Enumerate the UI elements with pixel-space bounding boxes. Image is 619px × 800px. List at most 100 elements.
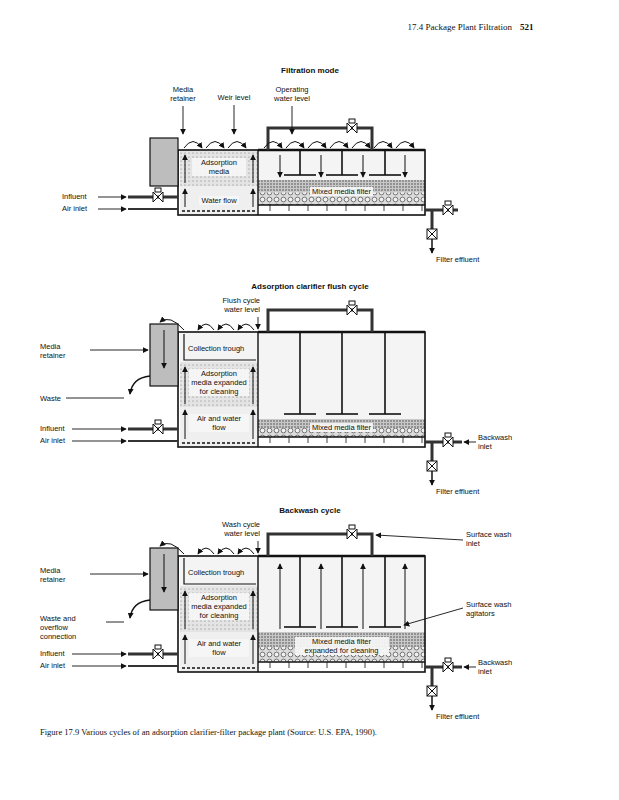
- part-label: Collection trough: [188, 344, 244, 353]
- flow-arrow: [253, 189, 254, 207]
- effluent-pipe: [431, 442, 434, 461]
- overflow-arrow: [286, 142, 304, 149]
- underdrain-plate: [258, 661, 425, 662]
- valve-symbol: [347, 529, 357, 539]
- media-label: Water flow: [199, 196, 238, 205]
- flow-arrow: [405, 155, 406, 177]
- part-label: Influent: [62, 192, 87, 201]
- valve-actuator: [445, 433, 451, 437]
- leader-line: [72, 654, 126, 655]
- divider-wall: [257, 332, 258, 447]
- leader-line: [72, 429, 126, 430]
- part-label: Air inlet: [40, 661, 65, 670]
- clarifier-chamber: Adsorption media expanded for cleaningAi…: [180, 586, 258, 672]
- surface-wash-agitator: [326, 174, 358, 176]
- part-label: Weir level: [212, 93, 256, 102]
- valve-symbol: [347, 305, 357, 315]
- part-label: Media retainer: [160, 85, 206, 103]
- leader-line: [183, 106, 184, 134]
- underdrain-nozzle: [365, 662, 366, 668]
- surface-wash-agitator: [284, 174, 316, 176]
- media-label: Adsorption media expanded for cleaning: [189, 369, 249, 396]
- surface-wash-agitator: [369, 174, 401, 176]
- leader-line: [234, 105, 235, 134]
- filter-bed: Mixed media filter: [258, 419, 425, 437]
- underdrain-nozzle: [384, 662, 385, 668]
- media-label: Air and water flow: [189, 639, 249, 657]
- underdrain-nozzle: [422, 437, 423, 443]
- part-label: Media retainer: [40, 566, 86, 584]
- surface-wash-agitator: [326, 626, 358, 628]
- media-label: Mixed media filter: [310, 423, 373, 432]
- underdrain-nozzle: [270, 437, 271, 443]
- overflow-arrow: [396, 142, 414, 149]
- figure-caption: Figure 17.9 Various cycles of an adsorpt…: [40, 727, 585, 737]
- valve-actuator: [445, 658, 451, 662]
- flow-arrow: [363, 564, 364, 629]
- valve-cross: [427, 686, 437, 696]
- effluent-pipe: [431, 667, 434, 686]
- part-label: Operating water level: [267, 85, 317, 103]
- overflow-arrow: [160, 543, 184, 554]
- valve-cross: [427, 461, 437, 471]
- overflow-arrow: [198, 324, 214, 330]
- overflow-arrow: [330, 142, 348, 149]
- air-pipe: [128, 440, 178, 442]
- underdrain-nozzle: [346, 662, 347, 668]
- overflow-arrow: [206, 142, 224, 149]
- air-diffuser: [182, 667, 256, 668]
- flow-arrow: [253, 635, 254, 664]
- media-label: Mixed media filter: [310, 187, 373, 196]
- leader-line: [106, 622, 124, 623]
- valve-actuator: [349, 525, 355, 529]
- leader-line: [72, 441, 126, 442]
- part-label: Air inlet: [40, 436, 65, 445]
- overflow-arrow: [352, 142, 370, 149]
- wash-trough: [384, 556, 386, 627]
- adsorption-media: [180, 586, 258, 632]
- tank-wall: [178, 332, 425, 447]
- adsorption-media: [180, 150, 258, 186]
- divider-wall: [257, 556, 258, 672]
- part-label: Backwash inlet: [478, 658, 528, 676]
- valve-symbol: [153, 649, 163, 659]
- overflow-arrow: [228, 142, 246, 149]
- flow-arrow: [185, 410, 186, 439]
- leader-line: [66, 398, 124, 399]
- panel-title: Backwash cycle: [160, 506, 460, 516]
- flow-arrow: [185, 189, 186, 207]
- underdrain-nozzle: [308, 662, 309, 668]
- leader-line: [258, 541, 259, 553]
- waste-outlet-arrow: [130, 376, 150, 394]
- filter-bed: Mixed media filter expanded for cleaning: [258, 632, 425, 662]
- underdrain-nozzle: [422, 205, 423, 211]
- leader-lines: [66, 105, 476, 667]
- underdrain-nozzle: [308, 205, 309, 211]
- underdrain-nozzle: [403, 205, 404, 211]
- underdrain-nozzle: [346, 205, 347, 211]
- part-label: Waste: [40, 394, 61, 403]
- part-label: Filter effluent: [436, 712, 479, 721]
- flow-arrow: [321, 155, 322, 177]
- filter-water: [258, 332, 425, 419]
- overflow-arrow: [308, 142, 326, 149]
- effluent-arrow: [431, 471, 433, 485]
- flow-arrow: [253, 155, 254, 183]
- surface-wash-agitator: [369, 626, 401, 628]
- valve-cross: [427, 229, 437, 239]
- flow-arrow: [363, 155, 364, 177]
- valve-actuator: [155, 420, 161, 424]
- part-label: Waste and overflow connection: [40, 614, 102, 641]
- surface-wash-agitator: [326, 413, 358, 415]
- underdrain-nozzle: [384, 205, 385, 211]
- overflow-arrow: [238, 324, 254, 330]
- media-label: Adsorption media expanded for cleaning: [189, 593, 249, 620]
- valve-cross: [427, 229, 437, 239]
- clarifier-water: [180, 407, 258, 447]
- filter-water: [258, 150, 425, 180]
- flow-arrow: [280, 564, 281, 629]
- leader-line: [98, 209, 126, 210]
- filter-water: [258, 556, 425, 632]
- trough-water: [180, 332, 258, 362]
